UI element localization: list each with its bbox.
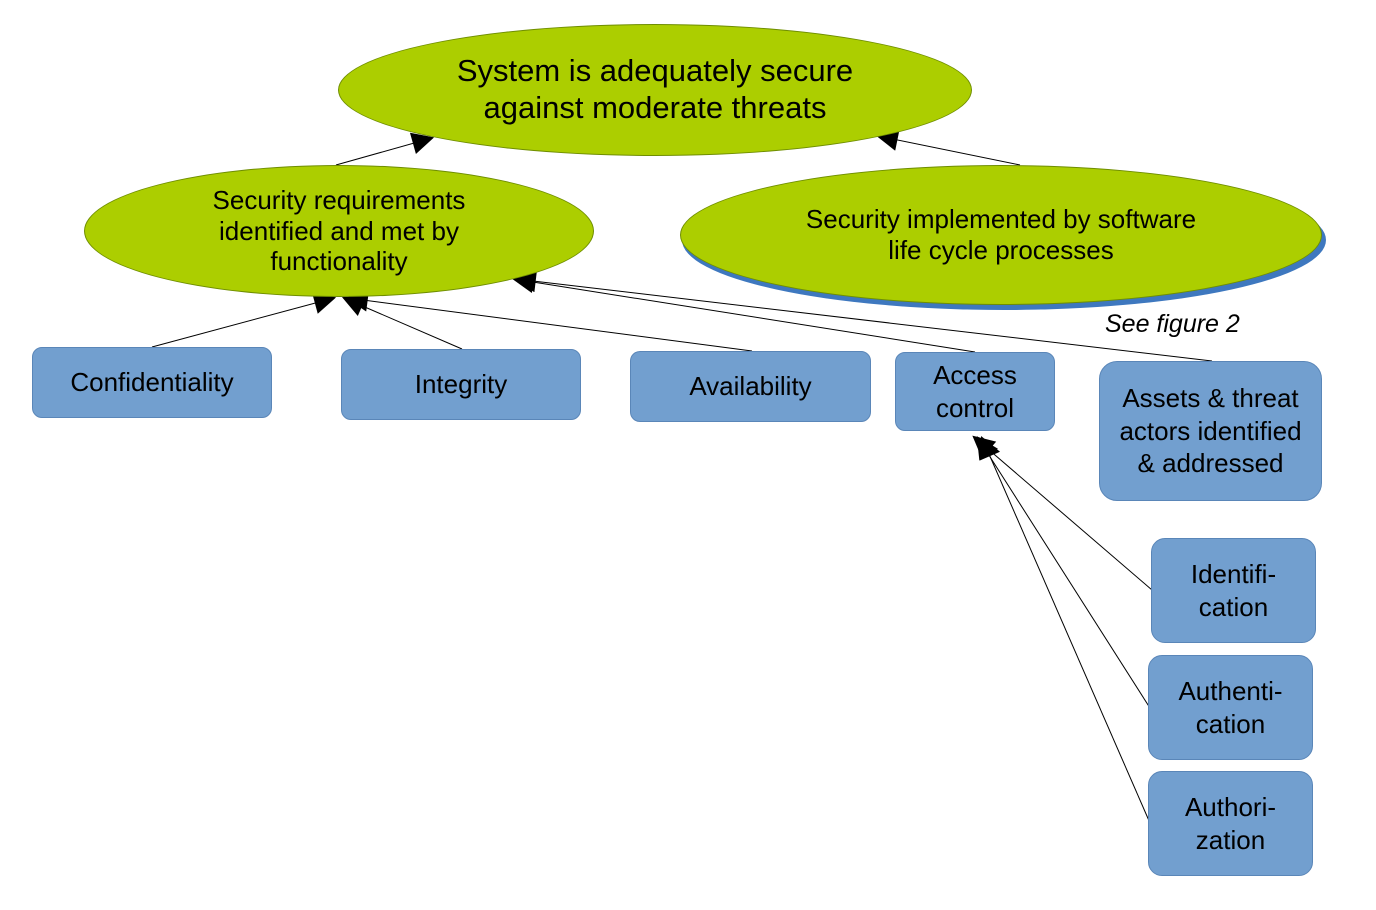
goal-right-text: Security implemented by software life cy…: [805, 204, 1197, 265]
assets-label: Assets & threat actors identified & addr…: [1119, 383, 1302, 479]
assets-box: Assets & threat actors identified & addr…: [1099, 361, 1322, 501]
see-figure-note: See figure 2: [1105, 310, 1240, 338]
identification-box: Identifi-cation: [1151, 538, 1316, 643]
edge-authentication: [976, 436, 1151, 709]
edge-identification: [972, 435, 1153, 591]
edge-right-goal-to-top: [875, 129, 1021, 166]
edge-access-control: [511, 271, 976, 353]
integrity-label: Integrity: [414, 369, 508, 400]
integrity-box: Integrity: [341, 349, 581, 420]
authorization-label: Authori-zation: [1184, 792, 1277, 855]
access-control-label: Access control: [933, 360, 1017, 423]
edge-assets: [513, 270, 1213, 362]
authentication-label: Authenti-cation: [1178, 676, 1283, 739]
goal-left-text: Security requirements identified and met…: [212, 184, 466, 277]
goal-top-text: System is adequately secure against mode…: [456, 53, 854, 125]
authentication-box: Authenti-cation: [1148, 655, 1313, 760]
identification-label: Identifi-cation: [1190, 559, 1277, 622]
confidentiality-box: Confidentiality: [32, 347, 272, 418]
authorization-box: Authori-zation: [1148, 771, 1313, 876]
access-control-box: Access control: [895, 352, 1055, 431]
goal-top-ellipse: System is adequately secure against mode…: [338, 24, 972, 156]
availability-box: Availability: [630, 351, 871, 422]
edge-confidentiality: [151, 292, 337, 348]
edge-left-goal-to-top: [335, 132, 435, 166]
edge-authorization: [979, 435, 1151, 824]
confidentiality-label: Confidentiality: [70, 367, 234, 398]
goal-left-ellipse: Security requirements identified and met…: [84, 165, 594, 297]
goal-right-ellipse: Security implemented by software life cy…: [680, 165, 1322, 305]
availability-label: Availability: [689, 371, 812, 402]
edge-availability: [345, 289, 753, 352]
